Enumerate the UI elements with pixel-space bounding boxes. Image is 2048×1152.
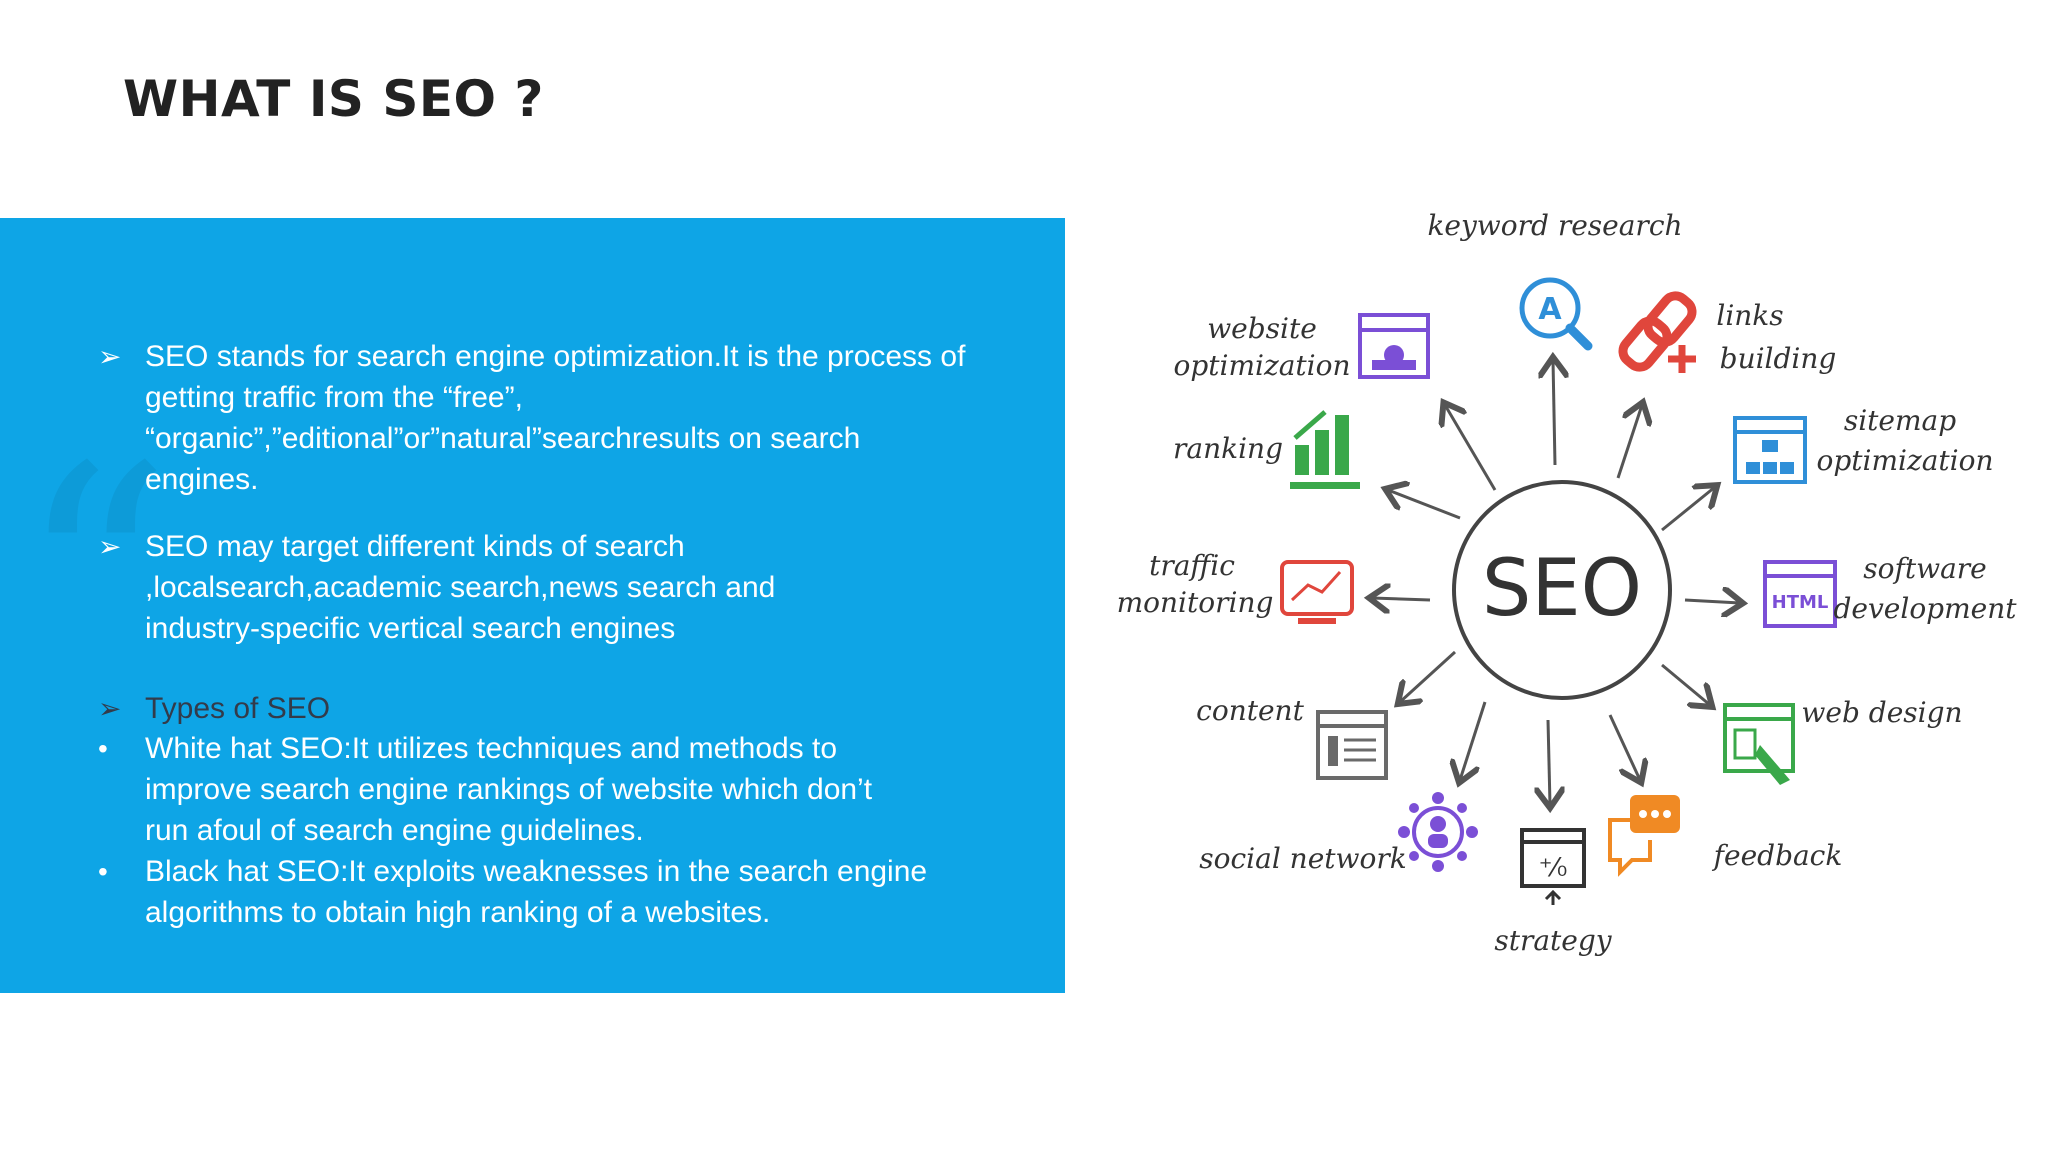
label-website: website [1207,312,1317,345]
bullet-text: Types of SEO [145,688,1025,729]
label-software: software [1863,552,1986,585]
label-website-optimization: optimization [1173,349,1350,382]
bullet-line: Black hat SEO:It exploits weaknesses in … [145,855,928,888]
diagram-arrows [1372,360,1740,805]
seo-diagram-svg: SEO keyword research A website optimizat… [1117,209,2018,957]
bullet-line: ,localsearch,academic search,news search… [145,571,776,604]
label-sitemap: sitemap [1844,404,1956,437]
bullet-line: algorithms to obtain high ranking of a w… [145,896,771,929]
label-social-network: social network [1199,842,1406,875]
label-keyword-research: keyword research [1427,209,1682,242]
strategy-icon: ⁺⁄₀ [1520,828,1586,905]
label-software-development: development [1833,592,2017,625]
bullet-text: Black hat SEO:It exploits weaknesses in … [145,851,1025,933]
bullet-line: run afoul of search engine guidelines. [145,814,644,847]
feedback-icon [1608,795,1680,877]
bullet-line: SEO stands for search engine optimizatio… [145,340,966,373]
bullet-dot-icon: • [98,733,108,764]
seo-center-label: SEO [1482,544,1642,634]
label-links: links [1716,299,1783,332]
seo-diagram: SEO keyword research A website optimizat… [1110,200,2020,1000]
label-ranking: ranking [1173,432,1283,465]
label-content: content [1196,694,1304,727]
svg-text:⁺⁄₀: ⁺⁄₀ [1539,853,1568,883]
label-web-design: web design [1801,696,1962,729]
bullet-line: White hat SEO:It utilizes techniques and… [145,732,838,765]
seo-center-circle [1452,480,1672,700]
quote-mark-decoration: “ [18,403,172,752]
arrow-bullet-icon: ➢ [98,693,122,724]
arrow-bullet-icon: ➢ [98,531,122,562]
slide-title: WHAT IS SEO ? [123,70,544,128]
sitemap-icon [1733,416,1807,484]
ranking-icon [1290,410,1360,489]
bullet-list: ➢ SEO stands for search engine optimizati… [0,218,1065,993]
arrow-bullet-icon: ➢ [98,341,122,372]
bullet-line: improve search engine rankings of websit… [145,773,873,806]
label-links-building: building [1720,342,1837,375]
web-design-icon [1723,703,1795,785]
content-icon [1316,710,1388,780]
keyword-research-icon: A [1519,277,1593,351]
links-building-icon [1618,291,1697,373]
bullet-line: Types of SEO [145,692,331,725]
bullet-line: getting traffic from the “free”, [145,381,523,414]
bullet-line: “organic”,”editional”or”natural”searchre… [145,422,861,455]
software-development-icon: HTML [1763,560,1837,628]
bullet-dot-icon: • [98,856,108,887]
label-strategy: strategy [1494,924,1612,957]
bullet-text: SEO stands for search engine optimizatio… [145,336,1025,500]
bullet-text: White hat SEO:It utilizes techniques and… [145,728,1025,851]
svg-text:HTML: HTML [1772,592,1829,613]
svg-text:A: A [1538,292,1562,327]
bullet-line: engines. [145,463,259,496]
social-network-icon [1398,792,1478,872]
label-sitemap-optimization: optimization [1816,444,1993,477]
website-optimization-icon [1358,313,1430,379]
bullet-text: SEO may target different kinds of search… [145,526,1025,649]
label-feedback: feedback [1712,839,1843,872]
bullet-line: SEO may target different kinds of search [145,530,685,563]
bullet-line: industry-specific vertical search engine… [145,612,676,645]
text-panel: “ ➢ SEO stands for search engine optimiza… [0,218,1065,993]
traffic-monitoring-icon [1280,560,1354,624]
label-traffic-monitoring: monitoring [1117,586,1274,619]
label-traffic: traffic [1149,549,1235,582]
